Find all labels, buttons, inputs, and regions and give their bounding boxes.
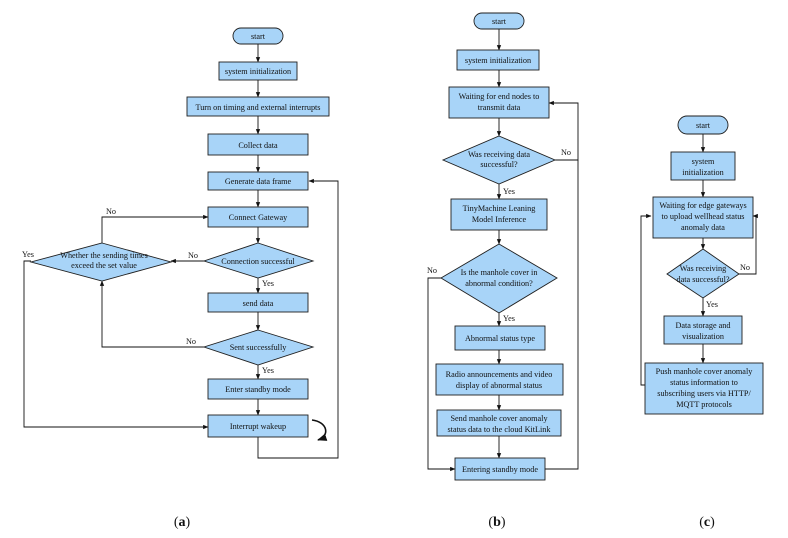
b-no-manhole-label: No bbox=[427, 266, 437, 275]
c-push-label-2: status information to bbox=[670, 378, 738, 387]
c-caption: (c) bbox=[699, 515, 715, 530]
b-start-terminal bbox=[473, 12, 525, 30]
c-start-terminal bbox=[677, 115, 729, 135]
a-collect-box bbox=[207, 133, 309, 156]
b-cloud-label-1: Send manhole cover anomaly bbox=[450, 414, 548, 423]
c-push-box bbox=[644, 362, 764, 415]
b-radio-box bbox=[435, 363, 564, 396]
a-send-box bbox=[207, 292, 309, 313]
c-push-label-3: subscribing users via HTTP/ bbox=[657, 389, 751, 398]
b-tinyml-box bbox=[450, 198, 548, 231]
b-standby-box bbox=[454, 457, 546, 481]
c-storage-label-1: Data storage and bbox=[675, 321, 730, 330]
b-tinyml-label-2: Model Inference bbox=[472, 215, 527, 224]
b-wait-label-2: transmit data bbox=[478, 103, 521, 112]
a-standby-label: Enter standby mode bbox=[225, 385, 291, 394]
a-start-label: start bbox=[251, 32, 266, 41]
a-timing-label: Turn on timing and external interrupts bbox=[196, 103, 321, 112]
panel-c: start system initialization Waiting for … bbox=[640, 115, 764, 530]
a-wakeup-label: Interrupt wakeup bbox=[230, 422, 286, 431]
b-radio-label-1: Radio announcements and video bbox=[446, 370, 553, 379]
b-cloud-label-2: status data to the cloud KitLink bbox=[447, 425, 551, 434]
b-init-label: system initialization bbox=[465, 56, 531, 65]
a-frame-box bbox=[207, 171, 309, 191]
b-yes-recv-label: Yes bbox=[503, 187, 515, 196]
a-conn-decision bbox=[202, 242, 315, 279]
c-start-label: start bbox=[696, 121, 711, 130]
panel-b: start system initialization Waiting for … bbox=[427, 12, 579, 530]
a-collect-label: Collect data bbox=[238, 141, 278, 150]
c-init-label-1: system bbox=[692, 157, 715, 166]
b-manhole-label-1: Is the manhole cover in bbox=[461, 268, 538, 277]
a-times-label-2: exceed the set value bbox=[71, 261, 137, 270]
c-wait-label-1: Waiting for edge gateways bbox=[659, 201, 746, 210]
a-caption: (a) bbox=[174, 515, 191, 530]
b-no-recv-label: No bbox=[561, 148, 571, 157]
c-init-label-2: initialization bbox=[682, 168, 723, 177]
a-send-label: send data bbox=[243, 299, 274, 308]
a-no-conn-label: No bbox=[188, 251, 198, 260]
c-recv-label-1: Was receiving bbox=[680, 264, 726, 273]
c-caption-letter: c bbox=[704, 515, 710, 530]
a-gateway-label: Connect Gateway bbox=[229, 213, 288, 222]
b-type-box bbox=[454, 325, 546, 351]
a-times-decision bbox=[29, 242, 173, 282]
a-start-terminal bbox=[232, 27, 284, 45]
a-caption-letter: a bbox=[179, 515, 186, 530]
b-recv-label-2: successful? bbox=[480, 160, 518, 169]
b-recv-decision bbox=[441, 135, 557, 185]
c-recv-label-2: data successful? bbox=[677, 275, 730, 284]
a-sent-decision bbox=[202, 329, 315, 366]
c-wait-label-3: anomaly data bbox=[681, 223, 725, 232]
a-times-label-1: Whether the sending times bbox=[60, 251, 148, 260]
a-wakeup-box bbox=[207, 414, 309, 438]
a-sent-label: Sent successfully bbox=[230, 343, 288, 352]
c-no-recv-label: No bbox=[740, 263, 750, 272]
b-init-box bbox=[456, 49, 540, 71]
b-start-label: start bbox=[492, 17, 507, 26]
b-caption-letter: b bbox=[493, 515, 501, 530]
a-timing-box bbox=[186, 96, 330, 117]
a-no-gateway-label: No bbox=[106, 207, 116, 216]
c-init-box bbox=[670, 151, 736, 181]
b-type-label: Abnormal status type bbox=[465, 334, 535, 343]
c-storage-box bbox=[663, 315, 743, 345]
a-yes-conn-label: Yes bbox=[262, 279, 274, 288]
a-no-sent-label: No bbox=[186, 337, 196, 346]
c-wait-box bbox=[652, 196, 754, 239]
c-push-label-1: Push manhole cover anomaly bbox=[656, 367, 754, 376]
a-init-label: system initialization bbox=[225, 67, 291, 76]
c-storage-label-2: visualization bbox=[682, 332, 724, 341]
c-wait-label-2: to upload wellhead status bbox=[662, 212, 745, 221]
b-wait-box bbox=[448, 86, 550, 119]
a-yes-times-label: Yes bbox=[22, 250, 34, 259]
b-radio-label-2: display of abnormal status bbox=[456, 381, 542, 390]
panel-a-edges bbox=[23, 44, 339, 459]
a-conn-label: Connection successful bbox=[221, 257, 295, 266]
a-frame-label: Generate data frame bbox=[225, 177, 292, 186]
a-init-box bbox=[218, 61, 298, 81]
panel-b-edges bbox=[427, 29, 579, 472]
b-cloud-box bbox=[436, 409, 562, 437]
c-recv-decision bbox=[666, 248, 740, 299]
a-standby-box bbox=[207, 378, 309, 400]
panel-a: start system initialization Turn on timi… bbox=[22, 27, 339, 530]
b-recv-label-1: Was receiving data bbox=[468, 150, 530, 159]
c-yes-recv-label: Yes bbox=[706, 300, 718, 309]
b-manhole-label-2: abnormal condition? bbox=[465, 279, 533, 288]
b-caption: (b) bbox=[488, 515, 505, 530]
panel-c-edges bbox=[640, 134, 758, 386]
a-gateway-box bbox=[207, 206, 309, 228]
b-manhole-decision bbox=[440, 243, 558, 314]
b-yes-manhole-label: Yes bbox=[503, 314, 515, 323]
b-standby-label: Entering standby mode bbox=[462, 465, 538, 474]
c-push-label-4: MQTT protocols bbox=[676, 400, 732, 409]
b-wait-label-1: Waiting for end nodes to bbox=[459, 92, 540, 101]
a-yes-sent-label: Yes bbox=[262, 366, 274, 375]
b-tinyml-label-1: TinyMachine Leaning bbox=[463, 204, 536, 213]
